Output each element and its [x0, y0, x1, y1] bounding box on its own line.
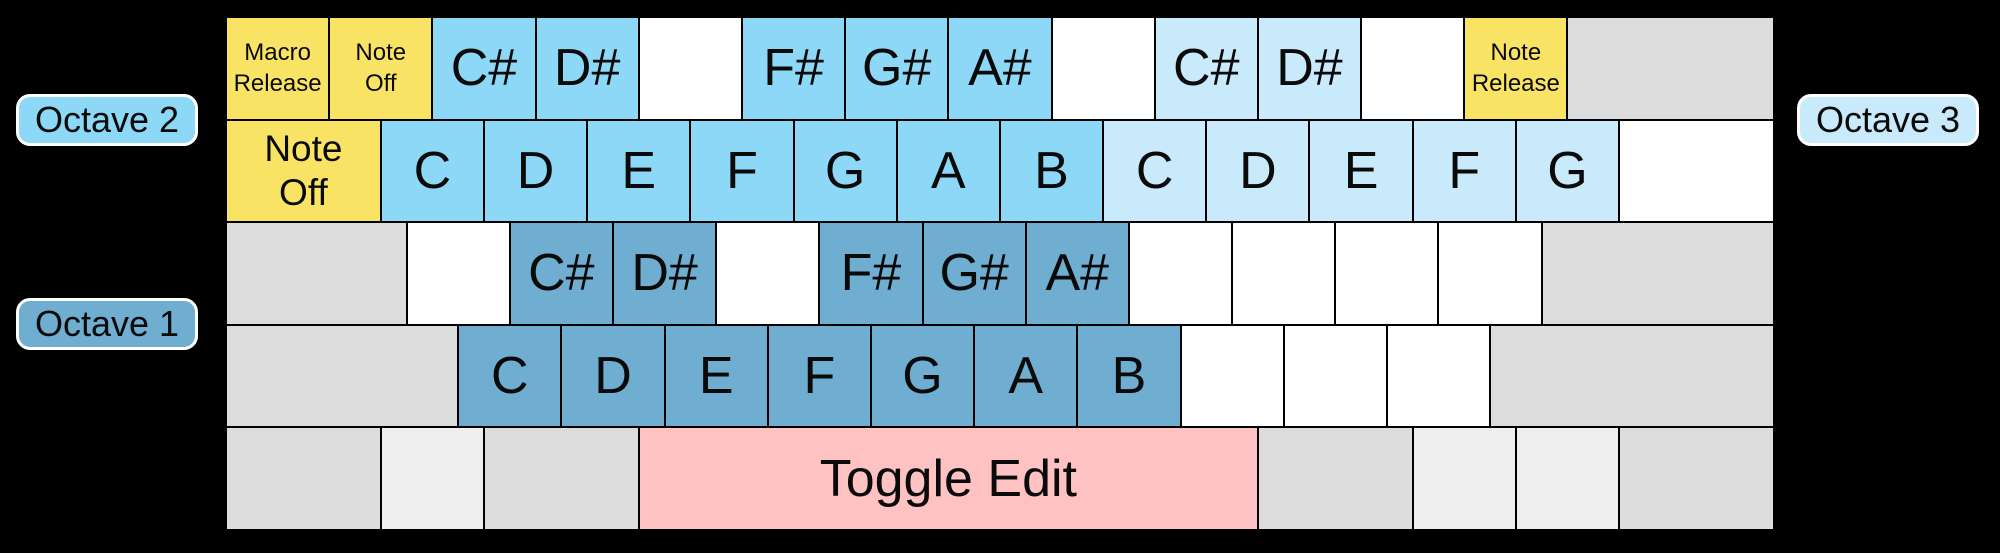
unmapped-key — [1180, 324, 1284, 428]
unmapped-modifier-key — [1541, 222, 1774, 325]
octave-1-label: Octave 1 — [16, 298, 198, 350]
unmapped-modifier-key — [226, 324, 459, 428]
octave-3-label: Octave 3 — [1797, 94, 1979, 146]
note-g-sharp-octave1-key: G# — [922, 222, 1026, 325]
note-d-sharp-octave3-key: D# — [1257, 17, 1362, 120]
note-a-octave1-key: A — [974, 324, 1078, 428]
unmapped-key — [1283, 324, 1387, 428]
unmapped-modifier-key — [1257, 427, 1413, 530]
unmapped-key — [716, 222, 820, 325]
unmapped-modifier-key — [1515, 427, 1620, 530]
note-c-octave2-key: C — [380, 119, 484, 223]
note-g-octave2-key: G — [793, 119, 897, 223]
note-d-octave2-key: D — [483, 119, 588, 223]
note-g-octave1-key: G — [870, 324, 975, 428]
note-f-sharp-octave2-key: F# — [741, 17, 846, 120]
octave-2-label: Octave 2 — [16, 94, 198, 146]
toggle-edit-space-key: Toggle Edit — [638, 427, 1258, 530]
note-e-octave3-key: E — [1309, 119, 1413, 223]
note-release-key: Note Release — [1464, 17, 1568, 120]
note-c-octave1-key: C — [458, 324, 562, 428]
unmapped-key — [406, 222, 510, 325]
unmapped-modifier-key — [1490, 324, 1774, 428]
note-d-octave3-key: D — [1206, 119, 1310, 223]
unmapped-key — [1335, 222, 1439, 325]
note-a-octave2-key: A — [896, 119, 1000, 223]
unmapped-modifier-key — [1412, 427, 1516, 530]
note-a-sharp-octave1-key: A# — [1025, 222, 1129, 325]
unmapped-key — [1051, 17, 1155, 120]
unmapped-modifier-key — [483, 427, 639, 530]
note-c-octave3-key: C — [1103, 119, 1207, 223]
modifier-row: Toggle Edit — [226, 427, 1774, 530]
note-f-octave1-key: F — [767, 324, 871, 428]
unmapped-key — [1438, 222, 1542, 325]
unmapped-modifier-key — [1567, 17, 1774, 120]
note-f-octave2-key: F — [690, 119, 794, 223]
unmapped-modifier-key — [380, 427, 484, 530]
unmapped-modifier-key — [1619, 427, 1774, 530]
note-b-octave2-key: B — [999, 119, 1104, 223]
unmapped-modifier-key — [226, 427, 381, 530]
note-e-octave1-key: E — [664, 324, 768, 428]
note-d-sharp-octave1-key: D# — [612, 222, 717, 325]
home-row: C#D# F#G#A# — [226, 222, 1774, 325]
note-off-tab-key: Note Off — [226, 119, 381, 223]
note-b-octave1-key: B — [1077, 324, 1181, 428]
note-c-sharp-octave2-key: C# — [432, 17, 536, 120]
note-e-octave2-key: E — [587, 119, 691, 223]
note-c-sharp-octave3-key: C# — [1154, 17, 1258, 120]
note-g-octave3-key: G — [1515, 119, 1620, 223]
note-g-sharp-octave2-key: G# — [845, 17, 949, 120]
note-off-key: Note Off — [329, 17, 433, 120]
note-f-sharp-octave1-key: F# — [819, 222, 923, 325]
unmapped-key — [1128, 222, 1233, 325]
note-c-sharp-octave1-key: C# — [509, 222, 613, 325]
note-d-sharp-octave2-key: D# — [535, 17, 639, 120]
unmapped-key — [1386, 324, 1491, 428]
unmapped-key — [638, 17, 742, 120]
note-d-octave1-key: D — [561, 324, 665, 428]
unmapped-key — [1619, 119, 1774, 223]
macro-release-key: Macro Release — [226, 17, 330, 120]
unmapped-modifier-key — [226, 222, 407, 325]
note-a-sharp-octave2-key: A# — [948, 17, 1052, 120]
note-f-octave3-key: F — [1412, 119, 1516, 223]
unmapped-key — [1361, 17, 1465, 120]
unmapped-key — [1232, 222, 1336, 325]
